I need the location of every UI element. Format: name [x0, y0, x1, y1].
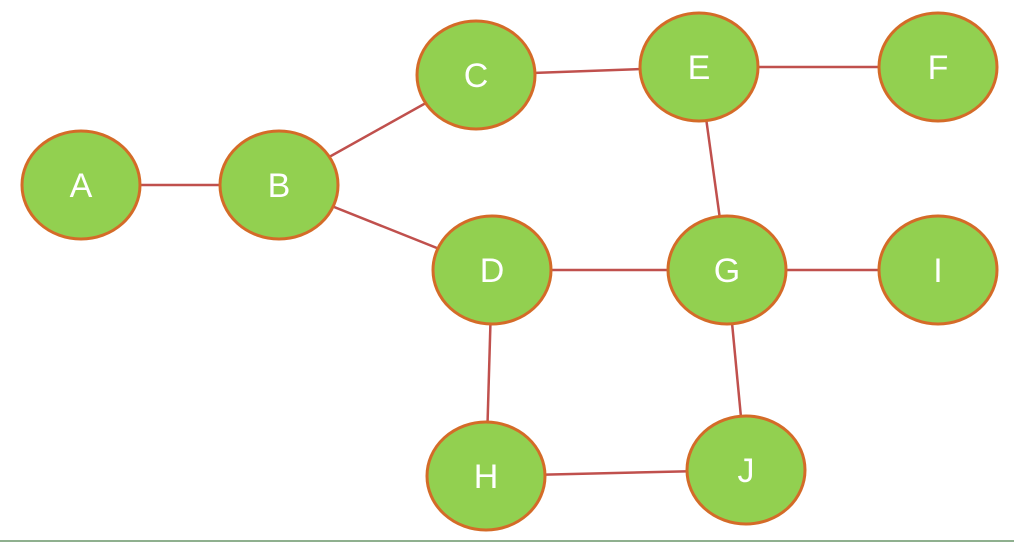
nodes-layer: A B C D E F G H I J	[20, 11, 999, 532]
node-label-a: A	[70, 167, 93, 205]
node-g: G	[666, 214, 788, 326]
node-circle-f	[877, 11, 999, 123]
node-label-i: I	[933, 252, 942, 290]
node-label-h: H	[474, 458, 499, 496]
node-circle-h	[425, 420, 547, 532]
node-h: H	[425, 420, 547, 532]
node-a: A	[20, 129, 142, 241]
node-circle-c	[415, 19, 537, 131]
node-circle-j	[685, 414, 807, 526]
node-label-d: D	[480, 252, 505, 290]
node-circle-a	[20, 129, 142, 241]
bottom-divider	[0, 540, 1014, 542]
node-label-j: J	[738, 452, 755, 490]
node-f: F	[877, 11, 999, 123]
node-c: C	[415, 19, 537, 131]
node-label-c: C	[464, 57, 489, 95]
node-label-f: F	[928, 49, 949, 87]
node-circle-d	[431, 214, 553, 326]
node-i: I	[877, 214, 999, 326]
node-label-b: B	[268, 167, 291, 205]
node-d: D	[431, 214, 553, 326]
node-circle-b	[218, 129, 340, 241]
node-e: E	[638, 11, 760, 123]
node-circle-i	[877, 214, 999, 326]
node-j: J	[685, 414, 807, 526]
node-circle-e	[638, 11, 760, 123]
node-circle-g	[666, 214, 788, 326]
node-label-g: G	[714, 252, 740, 290]
node-label-e: E	[688, 49, 711, 87]
node-b: B	[218, 129, 340, 241]
